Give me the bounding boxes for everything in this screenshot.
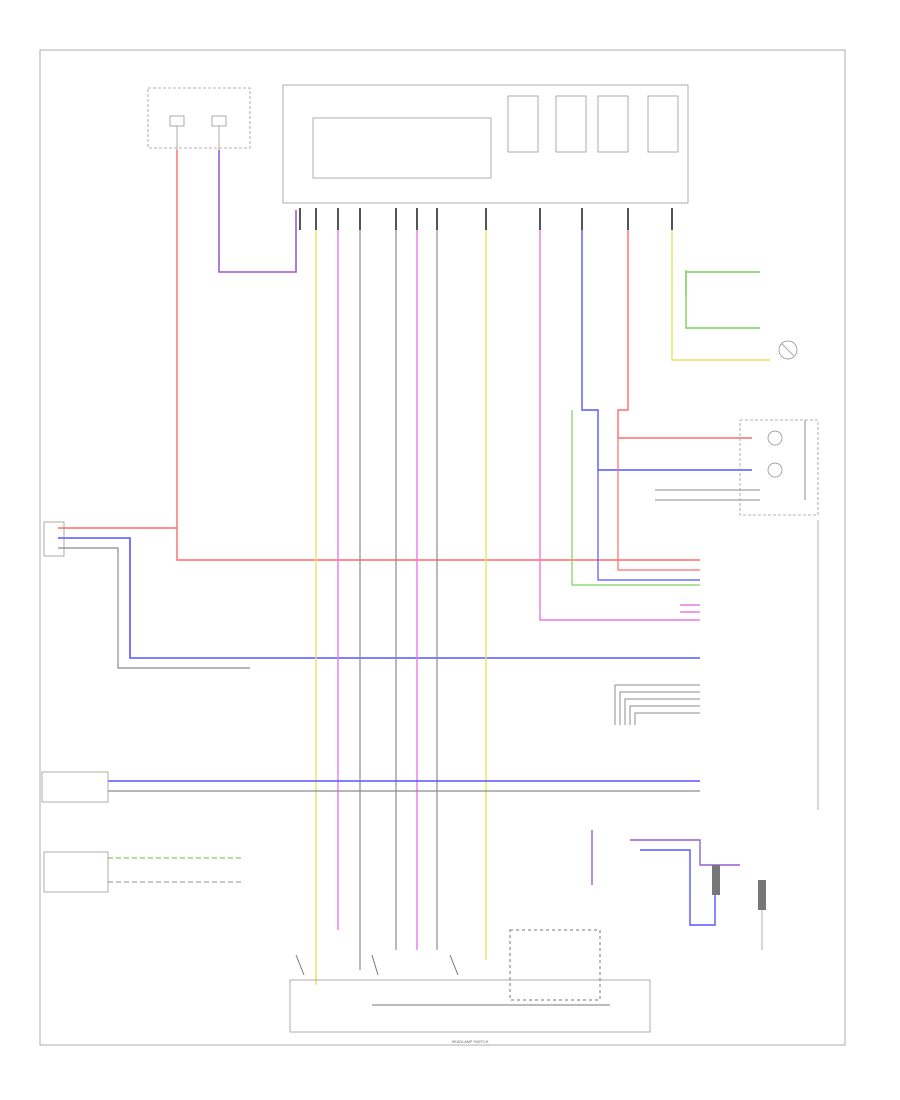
fuse-2 (211, 115, 227, 150)
footer-label: HEADLAMP SWITCH (452, 1040, 489, 1044)
left-connector-block (43, 521, 65, 557)
connector-pins (299, 208, 673, 230)
module-relay-boxes (507, 95, 679, 153)
fuse-block (147, 87, 251, 149)
yellow-right-wire (671, 230, 770, 361)
blue-left-wire (58, 537, 700, 659)
violet-fuse-wire (218, 150, 297, 273)
blue-lower-right-wire (640, 849, 716, 926)
headlamp-switch-box (289, 979, 651, 1033)
pink-right-wire (539, 230, 700, 621)
control-module (282, 84, 689, 204)
right-lamp-1 (778, 340, 798, 360)
ground-fixture-left (712, 865, 720, 895)
green-top-wire (685, 271, 760, 295)
blue-harness-wire (597, 470, 700, 581)
red-right-wire (617, 230, 752, 439)
fuse-1 (169, 115, 185, 150)
gray-left-wire (58, 547, 250, 669)
right-lamp-2 (767, 430, 783, 478)
green-harness-wire (571, 410, 700, 586)
green-right-wire (685, 270, 760, 329)
left-lower-component (41, 771, 109, 803)
right-lamp-assembly (739, 419, 819, 516)
red-harness-wire (617, 438, 700, 571)
instrument-cluster-box (43, 851, 109, 893)
violet-lower-right-wire (630, 839, 740, 866)
gray-sensor-bundle (614, 684, 700, 725)
ground-fixture-right (758, 880, 766, 950)
control-module-inner-block (312, 117, 492, 179)
right-ground-bundle (655, 420, 806, 501)
red-feed-wire (176, 150, 700, 561)
headlamp-switch-contacts (295, 929, 610, 1006)
diagram-frame (39, 49, 846, 1046)
blue-right-wire (581, 230, 752, 471)
